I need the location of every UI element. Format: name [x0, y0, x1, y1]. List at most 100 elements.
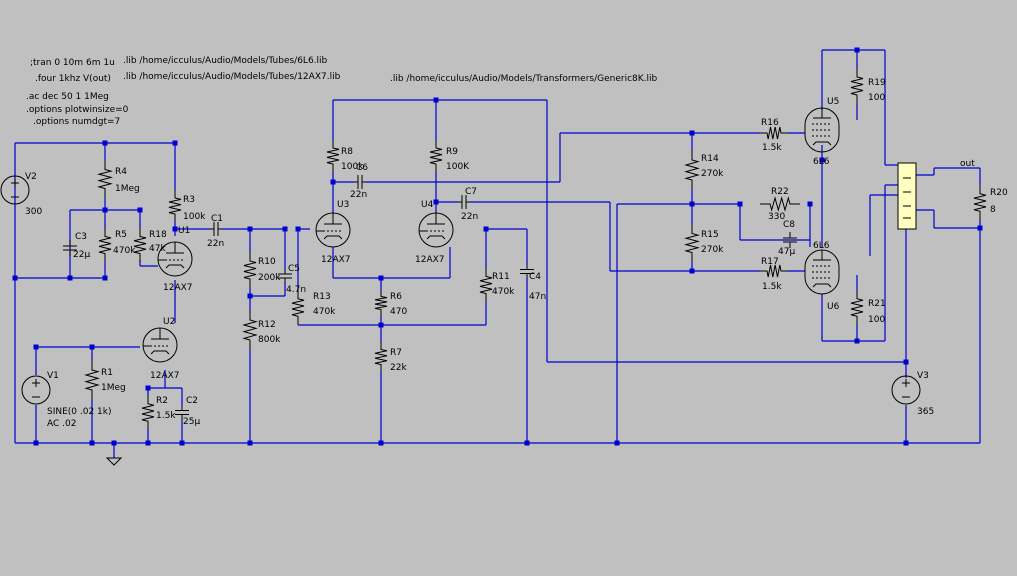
R19-symbol [850, 68, 864, 104]
resistor-zigzag [98, 228, 112, 262]
V2-symbol [0, 175, 30, 205]
R9-label: R9 [446, 147, 458, 157]
junction-dot [378, 440, 384, 446]
junction-dot [903, 359, 909, 365]
resistor-zigzag [684, 150, 700, 190]
R16-value: 1.5k [762, 143, 782, 153]
junctions [12, 47, 983, 446]
U4-label: U4 [421, 200, 434, 210]
V1-symbol [21, 375, 51, 405]
R14-symbol [684, 150, 700, 190]
tube-cathode [426, 235, 446, 240]
C7-value: 22n [461, 212, 478, 222]
R13-label: R13 [313, 292, 331, 302]
U3-symbol [315, 212, 351, 248]
plotwinsize-directive: .options plotwinsize=0 [26, 105, 129, 115]
U4-value: 12AX7 [415, 255, 445, 265]
R10-value: 200k [258, 273, 281, 283]
junction-dot [247, 226, 253, 232]
junction-dot [854, 47, 860, 53]
U1-label: U1 [178, 226, 190, 236]
lib-transformer-directive: .lib /home/icculus/Audio/Models/Transfor… [390, 74, 658, 84]
resistor-zigzag [242, 310, 258, 350]
C3-label: C3 [75, 232, 87, 242]
junction-dot [12, 275, 18, 281]
resistor-zigzag [326, 140, 340, 172]
junction-dot [102, 207, 108, 213]
junction-dot [89, 344, 95, 350]
R1-symbol [84, 360, 100, 400]
R8-symbol [326, 140, 340, 172]
C7-symbol [458, 195, 470, 209]
U3-label: U3 [337, 200, 349, 210]
numdgt-directive: .options numdgt=7 [33, 117, 120, 127]
R20-value: 8 [990, 205, 996, 215]
C6-symbol [354, 175, 366, 189]
R12-symbol [242, 310, 258, 350]
R2-symbol [141, 395, 155, 430]
R17-symbol [760, 264, 788, 278]
junction-dot [737, 201, 743, 207]
transformer-body [897, 162, 917, 230]
wires [14, 49, 981, 458]
ground-symbol [105, 457, 123, 466]
junction-dot [111, 440, 117, 446]
C1-label: C1 [211, 214, 223, 224]
V2-value: 300 [25, 207, 42, 217]
resistor-zigzag [141, 395, 155, 430]
resistor-zigzag [479, 268, 493, 302]
R21-value: 100 [868, 315, 885, 325]
junction-dot [282, 226, 288, 232]
R2-label: R2 [156, 396, 168, 406]
junction-dot [977, 225, 983, 231]
out-net-label: out [960, 159, 975, 169]
C8-value: 47µ [778, 247, 795, 257]
R18-label: R18 [149, 230, 167, 240]
resistor-zigzag [97, 160, 113, 198]
junction-dot [172, 140, 178, 146]
R6-label: R6 [390, 292, 402, 302]
C2-value: 25µ [183, 417, 200, 427]
R11-symbol [479, 268, 493, 302]
U6-symbol [804, 249, 840, 295]
R15-value: 270k [701, 245, 724, 255]
junction-dot [483, 226, 489, 232]
U5-label: U5 [827, 97, 839, 107]
R3-label: R3 [183, 195, 195, 205]
R1-label: R1 [101, 368, 113, 378]
R6-symbol [374, 290, 388, 316]
lib-6l6-directive: .lib /home/icculus/Audio/Models/Tubes/6L… [123, 56, 328, 66]
junction-dot [819, 157, 825, 163]
R5-symbol [98, 228, 112, 262]
junction-dot [433, 199, 439, 205]
R22-symbol [760, 196, 800, 212]
R5-label: R5 [115, 230, 127, 240]
C6-value: 22n [350, 190, 367, 200]
R20-symbol [973, 185, 987, 220]
ground-triangle [105, 457, 123, 466]
V3-value: 365 [917, 407, 934, 417]
tube-cathode [150, 350, 170, 355]
R9-symbol [429, 140, 443, 172]
R19-value: 100 [868, 93, 885, 103]
resistor-zigzag [374, 342, 388, 372]
R22-label: R22 [771, 187, 789, 197]
R17-value: 1.5k [762, 282, 782, 292]
R10-label: R10 [258, 257, 276, 267]
R16-symbol [760, 126, 788, 140]
R10-symbol [243, 252, 257, 288]
resistor-zigzag [760, 264, 788, 278]
C4-value: 47n [529, 292, 546, 302]
C5-value: 4.7n [286, 285, 306, 295]
junction-dot [903, 440, 909, 446]
tube-cathode [165, 264, 185, 269]
V1-label: V1 [47, 371, 59, 381]
C3-value: 22µ [73, 250, 90, 260]
C5-symbol [278, 270, 292, 282]
V1-value: SINE(0 .02 1k) [47, 407, 112, 417]
C5-label: C5 [288, 264, 300, 274]
R3-value: 100k [183, 212, 206, 222]
tube-cathode [812, 141, 832, 146]
ac-directive: .ac dec 50 1 1Meg [26, 92, 109, 102]
